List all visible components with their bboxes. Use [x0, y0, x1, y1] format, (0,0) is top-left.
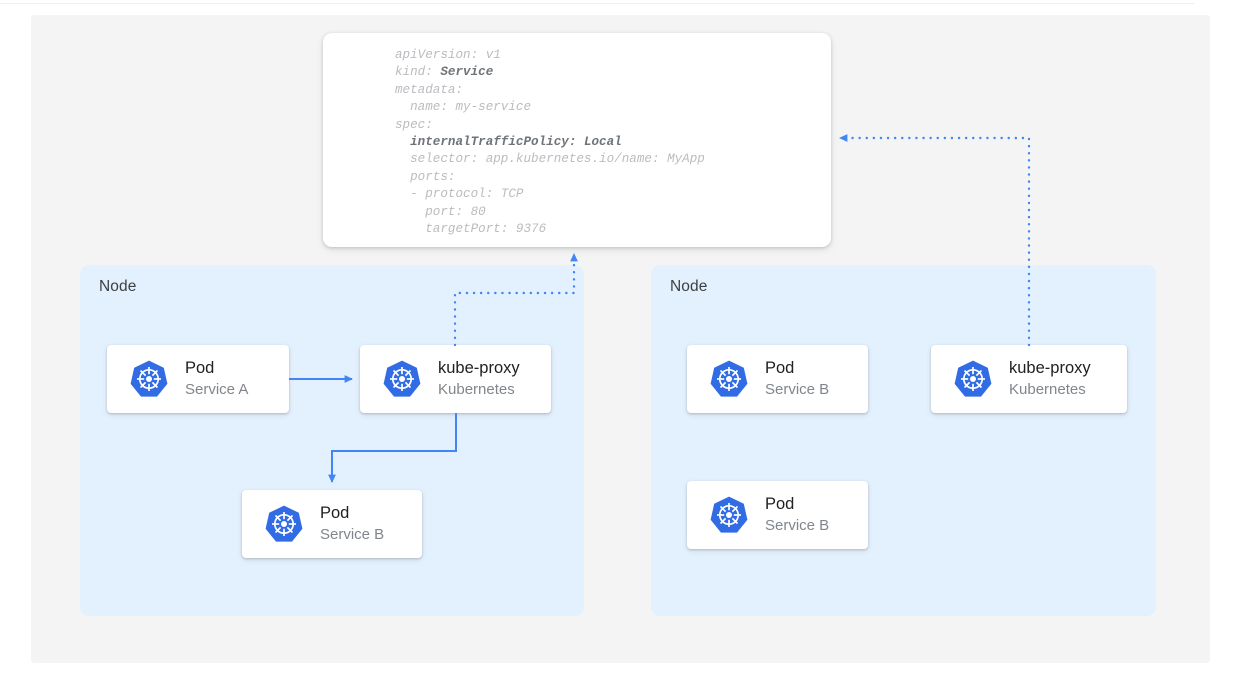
top-divider	[0, 3, 1195, 4]
card-title: kube-proxy	[438, 359, 520, 377]
card-pod-service-b-right-top[interactable]: Pod Service B	[687, 345, 868, 413]
card-text: kube-proxy Kubernetes	[1009, 358, 1091, 400]
card-text: Pod Service B	[320, 503, 384, 545]
node-panel-left: Node	[80, 265, 584, 616]
card-subtitle: Kubernetes	[438, 381, 515, 398]
card-subtitle: Kubernetes	[1009, 381, 1086, 398]
kubernetes-logo-icon	[953, 359, 993, 399]
service-manifest-card: apiVersion: v1 kind: Service metadata: n…	[323, 33, 831, 247]
card-title: kube-proxy	[1009, 359, 1091, 377]
card-text: kube-proxy Kubernetes	[438, 358, 520, 400]
kubernetes-logo-icon	[264, 504, 304, 544]
card-subtitle: Service B	[765, 381, 830, 398]
card-text: Pod Service B	[765, 494, 829, 536]
card-subtitle: Service A	[185, 381, 249, 398]
node-label: Node	[99, 278, 137, 295]
card-subtitle: Service B	[320, 526, 385, 543]
kubernetes-logo-icon	[382, 359, 422, 399]
card-kube-proxy-left[interactable]: kube-proxy Kubernetes	[360, 345, 551, 413]
node-label: Node	[670, 278, 708, 295]
card-text: Pod Service A	[185, 358, 248, 400]
card-subtitle: Service B	[765, 517, 830, 534]
kubernetes-logo-icon	[709, 495, 749, 535]
card-title: Pod	[185, 359, 215, 377]
card-pod-service-b-left[interactable]: Pod Service B	[242, 490, 422, 558]
card-title: Pod	[320, 504, 350, 522]
card-kube-proxy-right[interactable]: kube-proxy Kubernetes	[931, 345, 1127, 413]
card-pod-service-a[interactable]: Pod Service A	[107, 345, 289, 413]
node-panel-right: Node	[651, 265, 1156, 616]
kubernetes-logo-icon	[129, 359, 169, 399]
kubernetes-logo-icon	[709, 359, 749, 399]
card-pod-service-b-right-bottom[interactable]: Pod Service B	[687, 481, 868, 549]
card-title: Pod	[765, 495, 795, 513]
card-text: Pod Service B	[765, 358, 829, 400]
card-title: Pod	[765, 359, 795, 377]
service-manifest-code: apiVersion: v1 kind: Service metadata: n…	[395, 48, 705, 237]
